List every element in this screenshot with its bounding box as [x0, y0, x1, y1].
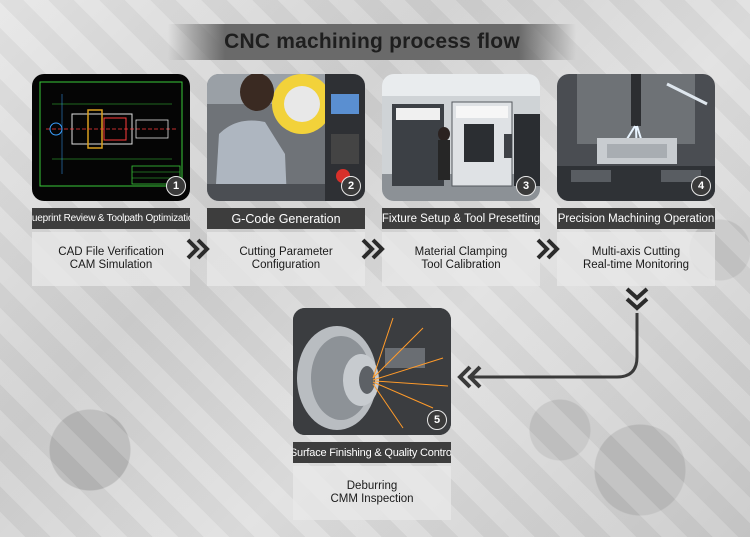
step-detail-line: CAM Simulation: [69, 259, 153, 271]
step-description: CAD File Verification CAM Simulation: [32, 232, 190, 286]
step-detail-line: Deburring: [346, 480, 398, 492]
step-detail-line: Configuration: [251, 259, 321, 271]
step-detail-line: Material Clamping: [414, 246, 508, 258]
step-description: Material Clamping Tool Calibration: [382, 232, 540, 286]
step-description: Multi-axis Cutting Real-time Monitoring: [557, 232, 715, 286]
double-chevron-right-icon: [361, 238, 385, 260]
step-number-badge: 2: [341, 176, 361, 196]
fixture-setup-photo: 3: [382, 74, 540, 201]
step-detail-line: Real-time Monitoring: [582, 259, 690, 271]
title-banner: CNC machining process flow: [168, 24, 576, 60]
step-number-badge: 4: [691, 176, 711, 196]
step-number-badge: 1: [166, 176, 186, 196]
step-label: G-Code Generation: [207, 208, 365, 229]
gcode-operator-photo: 2: [207, 74, 365, 201]
step-label: Precision Machining Operation: [557, 208, 715, 229]
step-label: Fixture Setup & Tool Presetting: [382, 208, 540, 229]
step-number-badge: 3: [516, 176, 536, 196]
step-detail-line: Cutting Parameter: [239, 246, 333, 258]
step-detail-line: CMM Inspection: [330, 493, 414, 505]
step-number-badge: 5: [427, 410, 447, 430]
step-description: Cutting Parameter Configuration: [207, 232, 365, 286]
machining-photo: 4: [557, 74, 715, 201]
step-label: Surface Finishing & Quality Control: [293, 442, 451, 463]
step-detail-line: Tool Calibration: [421, 259, 501, 271]
double-chevron-right-icon: [186, 238, 210, 260]
double-chevron-right-icon: [536, 238, 560, 260]
step-description: Deburring CMM Inspection: [293, 466, 451, 520]
double-chevron-down-icon: [625, 287, 649, 311]
step-label: Blueprint Review & Toolpath Optimization: [32, 208, 190, 229]
step-detail-line: Multi-axis Cutting: [591, 246, 681, 258]
finishing-photo: 5: [293, 308, 451, 435]
page-title: CNC machining process flow: [224, 30, 520, 53]
return-arrow-icon: [457, 313, 639, 389]
blueprint-photo: 1: [32, 74, 190, 201]
step-detail-line: CAD File Verification: [58, 246, 164, 258]
